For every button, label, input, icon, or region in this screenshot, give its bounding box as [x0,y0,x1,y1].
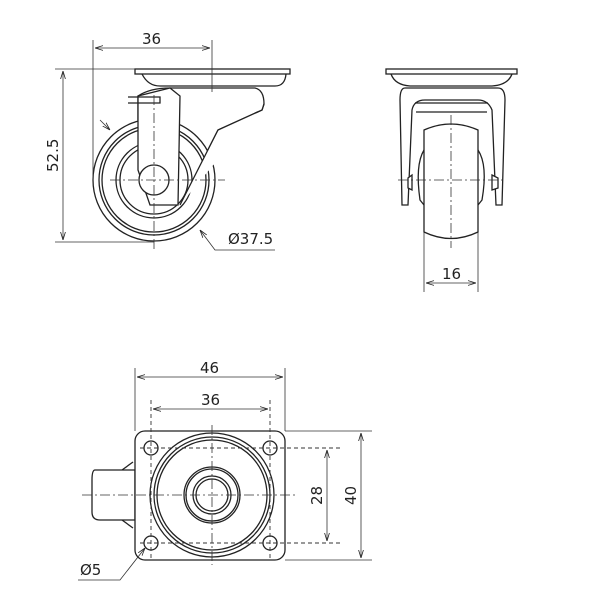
plate-width-dim: 46 [200,359,219,377]
hole-spacing-y-dim: 28 [308,486,326,505]
top-view: 46 36 28 40 Ø5 [78,359,372,581]
hole-diameter-dim: Ø5 [80,561,101,579]
side-width-dim: 36 [142,30,161,48]
wheel-width-dim: 16 [442,265,461,283]
hole-spacing-x-dim: 36 [201,391,220,409]
wheel-diameter-dim: Ø37.5 [228,230,273,248]
front-view: 16 [385,68,518,292]
side-height-dim: 52.5 [44,139,62,172]
side-view: 36 52.5 Ø37.5 [44,30,291,251]
plate-height-dim: 40 [342,486,360,505]
